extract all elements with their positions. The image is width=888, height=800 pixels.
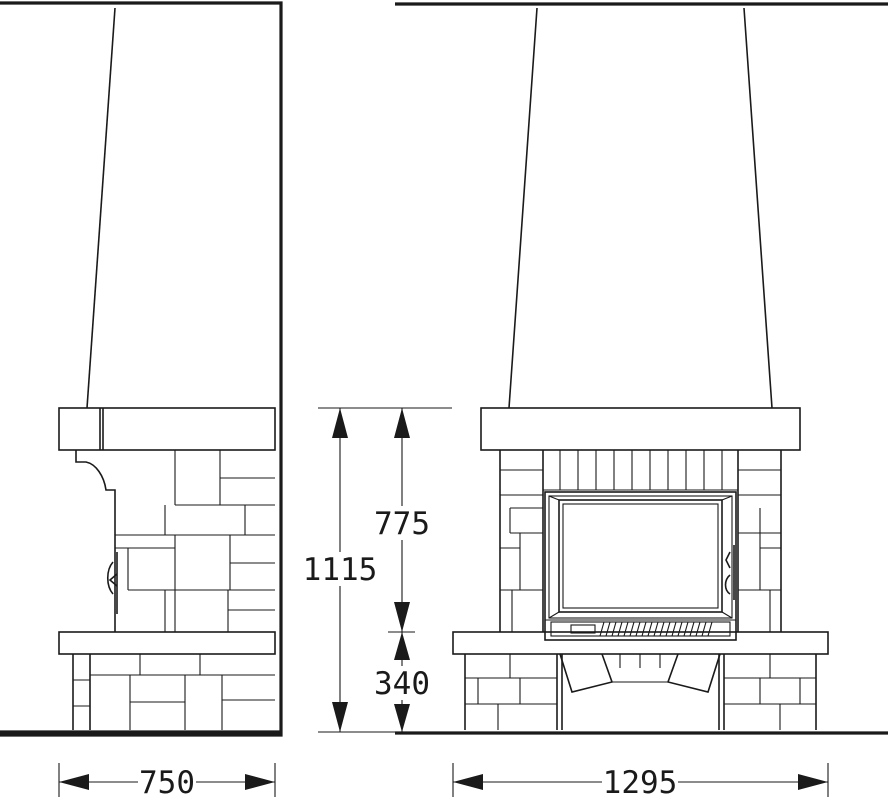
side-hood-line xyxy=(86,7,116,409)
vertical-dimensions: 1115 775 340 xyxy=(303,407,452,733)
front-hood xyxy=(508,7,773,409)
dim-total-height-label: 1115 xyxy=(303,552,378,588)
front-right-column xyxy=(737,450,782,632)
dim-side-depth-label: 750 xyxy=(139,765,195,800)
front-lower-right-stones xyxy=(718,654,817,730)
side-view xyxy=(0,1,283,737)
arrow-up-icon xyxy=(332,408,348,438)
arrow-up-icon xyxy=(394,408,410,438)
dim-front-width-label: 1295 xyxy=(603,765,678,800)
arrow-right-icon xyxy=(798,774,828,790)
front-view xyxy=(395,2,888,735)
front-left-column xyxy=(499,450,544,632)
front-hearth xyxy=(452,631,829,655)
front-fluted-lintel xyxy=(543,450,738,491)
side-hearth xyxy=(58,631,276,655)
side-door-handle-icon xyxy=(106,552,118,614)
dim-firebox-height-label: 775 xyxy=(374,506,430,542)
side-corbel xyxy=(75,450,116,505)
arrow-left-icon xyxy=(59,774,89,790)
side-lower-stones xyxy=(72,654,275,730)
side-upper-stones xyxy=(114,450,275,632)
dim-base-height-label: 340 xyxy=(374,666,430,702)
front-lower-left-stones xyxy=(464,654,563,730)
arrow-down-icon xyxy=(394,602,410,632)
arrow-up-icon xyxy=(394,632,410,660)
arrow-left-icon xyxy=(453,774,483,790)
side-wall xyxy=(0,1,283,737)
arrow-down-icon xyxy=(332,702,348,732)
front-firebox-door xyxy=(544,491,737,641)
arrow-down-icon xyxy=(394,704,410,732)
front-base-panels xyxy=(559,653,721,693)
front-ash-grate xyxy=(550,621,731,637)
horizontal-dimensions: 750 1295 xyxy=(58,762,829,800)
arrow-right-icon xyxy=(245,774,275,790)
front-door-handle-icon xyxy=(724,545,735,600)
front-mantel xyxy=(480,407,801,451)
side-mantel xyxy=(58,407,276,451)
